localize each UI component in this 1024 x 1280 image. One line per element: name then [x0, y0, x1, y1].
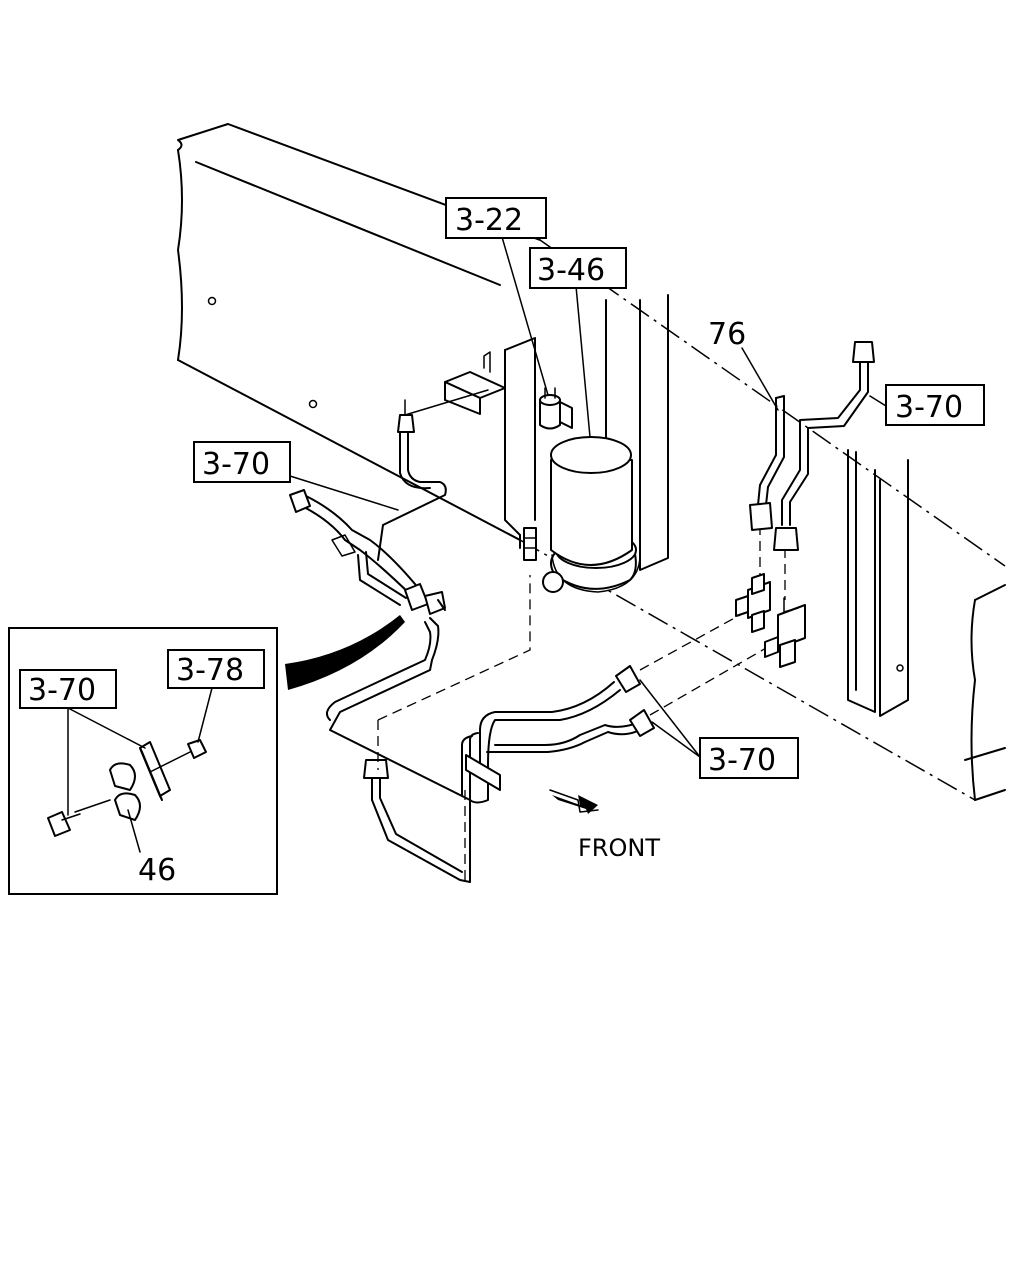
receiver-drier: [542, 436, 641, 593]
cross-member-right: [847, 449, 909, 717]
cross-member-center: [504, 294, 669, 571]
callout-46-text: 46: [138, 853, 176, 888]
left-pipe-assembly: [289, 389, 489, 615]
front-label: FRONT: [578, 834, 660, 862]
callout-3-22: 3-22: [445, 197, 547, 239]
callout-3-70-right-text: 3-70: [895, 390, 963, 425]
callout-3-70-lower: 3-70: [699, 737, 799, 779]
centerlines: [377, 525, 786, 885]
front-arrow-icon: [549, 789, 599, 814]
mount-bracket: [444, 351, 506, 415]
callout-3-46-text: 3-46: [537, 253, 605, 288]
lower-pipe-run: [325, 617, 655, 883]
callout-3-70-right: 3-70: [885, 384, 985, 426]
callout-3-70-inset: 3-70: [19, 669, 117, 709]
callout-3-70-left: 3-70: [193, 441, 291, 483]
pressure-switch: [539, 387, 573, 430]
callout-3-70-lower-text: 3-70: [708, 743, 776, 778]
leader-lines: [289, 236, 887, 758]
callout-3-78-inset: 3-78: [167, 649, 265, 689]
callout-76-text: 76: [708, 317, 746, 352]
callout-3-46: 3-46: [529, 247, 627, 289]
frame-rail: [177, 123, 1006, 801]
callout-3-70-left-text: 3-70: [202, 447, 270, 482]
inset-pointer-arrow: [285, 615, 405, 690]
callout-3-78-inset-text: 3-78: [176, 653, 244, 688]
drier-inlet-fitting: [523, 527, 537, 561]
tee-fittings: [735, 573, 806, 668]
right-hose-76: [749, 395, 785, 531]
callout-3-22-text: 3-22: [455, 203, 523, 238]
callout-3-70-inset-text: 3-70: [28, 673, 96, 708]
right-pipe-upper: [773, 341, 875, 551]
